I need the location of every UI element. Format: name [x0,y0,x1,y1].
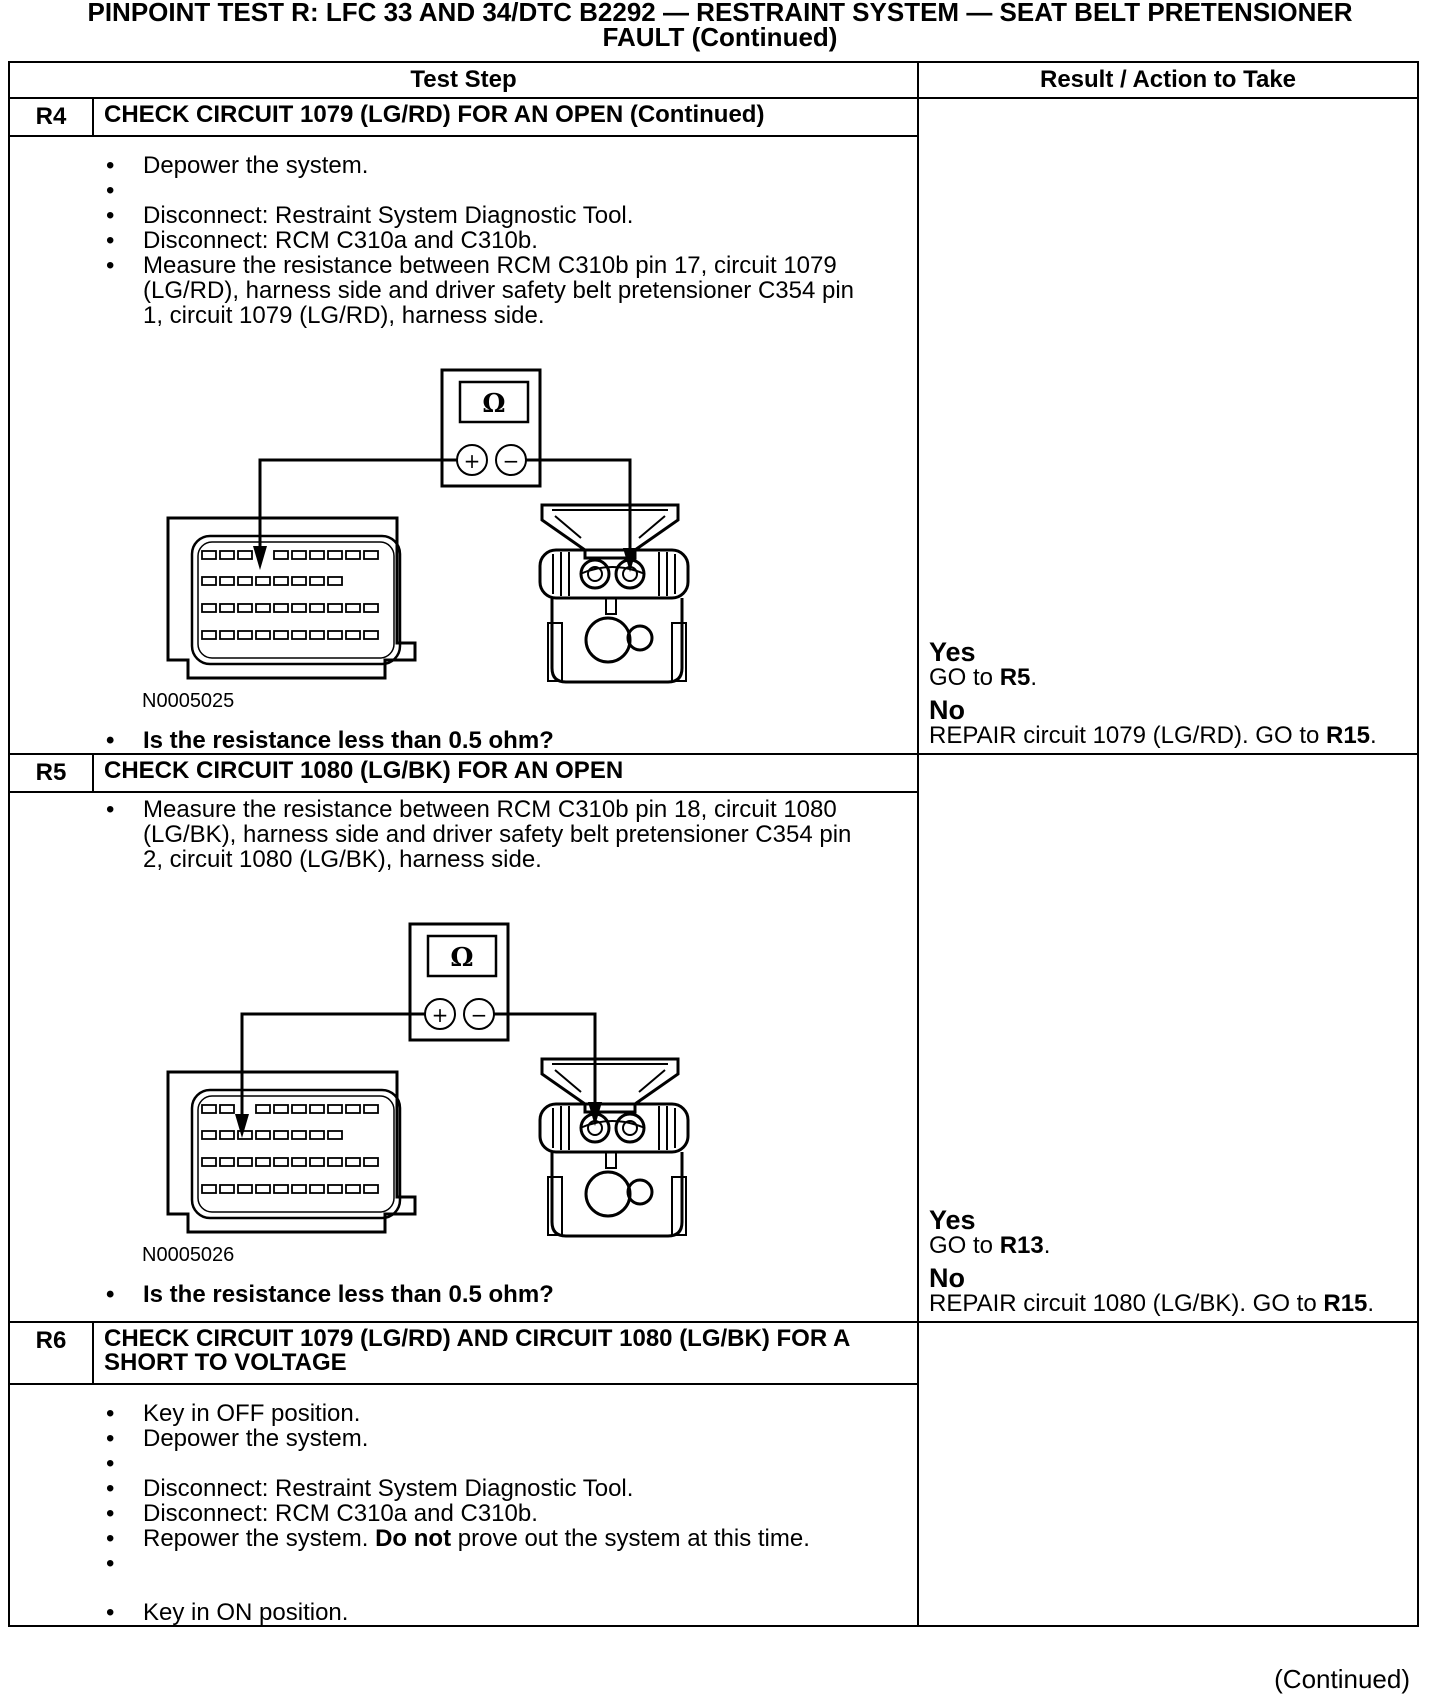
circuit-diagram-svg: Ω + − [166,368,690,684]
list-item: Disconnect: Restraint System Diagnostic … [10,1476,917,1501]
step-number: R6 [8,1321,94,1385]
ohm-symbol: Ω [482,389,505,419]
step-title: CHECK CIRCUIT 1079 (LG/RD) AND CIRCUIT 1… [92,1321,919,1385]
page-title: PINPOINT TEST R: LFC 33 AND 34/DTC B2292… [0,0,1440,50]
list-item: Key in OFF position. [10,1401,917,1426]
step-r6-title-row: R6 CHECK CIRCUIT 1079 (LG/RD) AND CIRCUI… [8,1321,1419,1627]
list-item: Depower the system. [10,153,917,178]
circuit-diagram-svg: Ω + − [166,922,690,1238]
step-r4-body: Depower the system. Disconnect: Restrain… [8,135,919,755]
yes-action: GO to [929,1232,994,1259]
figure-id: N0005026 [142,1244,235,1266]
list-item: Disconnect: RCM C310a and C310b. [10,1501,917,1526]
list-item: Key in ON position. [10,1600,917,1625]
yes-target: R5 [999,664,1031,691]
list-item: Is the resistance less than 0.5 ohm? [10,1282,917,1307]
list-item: Repower the system. Do not prove out the… [10,1526,917,1551]
yes-action: GO to [929,664,994,691]
ohm-symbol: Ω [450,943,473,973]
pinpoint-test-table: Test Step Result / Action to Take R4 CHE… [8,61,1419,1627]
step-r6-body: Key in OFF position. Depower the system.… [8,1383,919,1627]
list-item: Disconnect: Restraint System Diagnostic … [10,203,917,228]
ohmmeter-diagram: Ω + − [160,892,740,1242]
title-line-1: PINPOINT TEST R: LFC 33 AND 34/DTC B2292… [87,0,1353,27]
plus-terminal: + [464,449,481,473]
step-title: CHECK CIRCUIT 1080 (LG/BK) FOR AN OPEN [92,753,919,793]
step-r4-body-row: Depower the system. Disconnect: Restrain… [8,135,1418,755]
step-number: R4 [8,97,94,137]
result-block: Yes GO to R13. No REPAIR circuit 1080 (L… [929,1205,1375,1317]
list-item: Disconnect: RCM C310a and C310b. [10,228,917,253]
list-item: Measure the resistance between RCM C310b… [10,797,917,872]
step-r5-body-row: Measure the resistance between RCM C310b… [8,791,1418,1323]
title-line-2: FAULT (Continued) [602,22,838,52]
step-r6-result [917,1321,1419,1627]
result-header: Result / Action to Take [917,61,1419,99]
list-item: Measure the resistance between RCM C310b… [10,253,917,328]
test-step-header: Test Step [8,61,919,99]
no-label: No [929,695,965,725]
no-target: R15 [1326,722,1371,749]
step-r4-title-row: R4 CHECK CIRCUIT 1079 (LG/RD) FOR AN OPE… [8,97,1419,755]
result-block: Yes GO to R5. No REPAIR circuit 1079 (LG… [929,637,1377,749]
step-r4-result: Yes GO to R5. No REPAIR circuit 1079 (LG… [917,97,1419,755]
minus-terminal: − [471,1003,488,1027]
list-item: Depower the system. [10,1426,917,1451]
yes-label: Yes [929,1205,976,1235]
no-label: No [929,1263,965,1293]
plus-terminal: + [432,1003,449,1027]
continued-label: (Continued) [1274,1664,1410,1694]
no-action: REPAIR circuit 1079 (LG/RD). GO to [929,722,1320,749]
step-r5-result: Yes GO to R13. No REPAIR circuit 1080 (L… [917,753,1419,1323]
step-title: CHECK CIRCUIT 1079 (LG/RD) FOR AN OPEN (… [92,97,919,137]
yes-target: R13 [999,1232,1044,1259]
yes-label: Yes [929,637,976,667]
no-action: REPAIR circuit 1080 (LG/BK). GO to [929,1290,1317,1317]
figure-id: N0005025 [142,690,235,712]
step-r5-title-row: R5 CHECK CIRCUIT 1080 (LG/BK) FOR AN OPE… [8,753,1419,1323]
step-number: R5 [8,753,94,793]
no-target: R15 [1323,1290,1368,1317]
ohmmeter-diagram: Ω + − [160,338,740,688]
list-item: Is the resistance less than 0.5 ohm? [10,728,917,753]
minus-terminal: − [503,449,520,473]
step-r6-body-row: Key in OFF position. Depower the system.… [8,1383,1418,1627]
step-r5-body: Measure the resistance between RCM C310b… [8,791,919,1323]
table-header-row: Test Step Result / Action to Take [8,61,1419,99]
do-not-emphasis: Do not [375,1525,452,1552]
